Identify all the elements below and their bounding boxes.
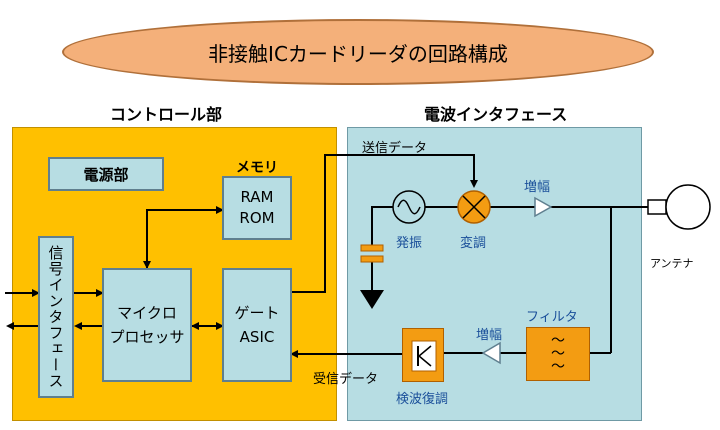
memory-label: メモリ: [236, 160, 278, 176]
demodulator-label: 検波復調: [396, 392, 449, 407]
wave-icon: ～: [551, 332, 565, 349]
modulator-label: 変調: [460, 236, 487, 251]
wave-icon: ～: [551, 345, 565, 362]
demodulator-block: [402, 328, 444, 382]
diagram-title: 非接触ICカードリーダの回路構成: [62, 19, 654, 85]
gate-asic-block: ゲート ASIC: [222, 268, 292, 382]
ram-label: RAM: [240, 188, 274, 206]
signal-interface-label: 信号インタフェース: [46, 245, 65, 389]
power-supply-block: 電源部: [48, 157, 164, 191]
microprocessor-block: マイクロ プロセッサ: [102, 268, 192, 382]
asic-label: ASIC: [239, 328, 275, 346]
oscillator-label: 発振: [396, 236, 423, 251]
control-section-title: コントロール部: [110, 105, 223, 124]
amplifier-top-label: 増幅: [524, 180, 551, 195]
filter-label: フィルタ: [526, 310, 578, 325]
receive-data-label: 受信データ: [313, 372, 379, 387]
radio-section: [347, 127, 642, 421]
antenna-label: アンテナ: [650, 257, 694, 270]
microprocessor-label-2: プロセッサ: [109, 328, 185, 346]
send-data-label: 送信データ: [362, 141, 428, 156]
signal-interface-block: 信号インタフェース: [38, 236, 74, 398]
memory-block: RAM ROM: [222, 176, 292, 240]
amplifier-bottom-label: 増幅: [476, 328, 503, 343]
wave-icon: ～: [551, 358, 565, 375]
radio-section-title: 電波インタフェース: [424, 105, 568, 124]
filter-block: ～ ～ ～: [526, 327, 590, 381]
diode-icon: [411, 340, 437, 372]
microprocessor-label-1: マイクロ: [117, 304, 177, 322]
gate-label: ゲート: [234, 304, 280, 322]
rom-label: ROM: [239, 209, 275, 227]
